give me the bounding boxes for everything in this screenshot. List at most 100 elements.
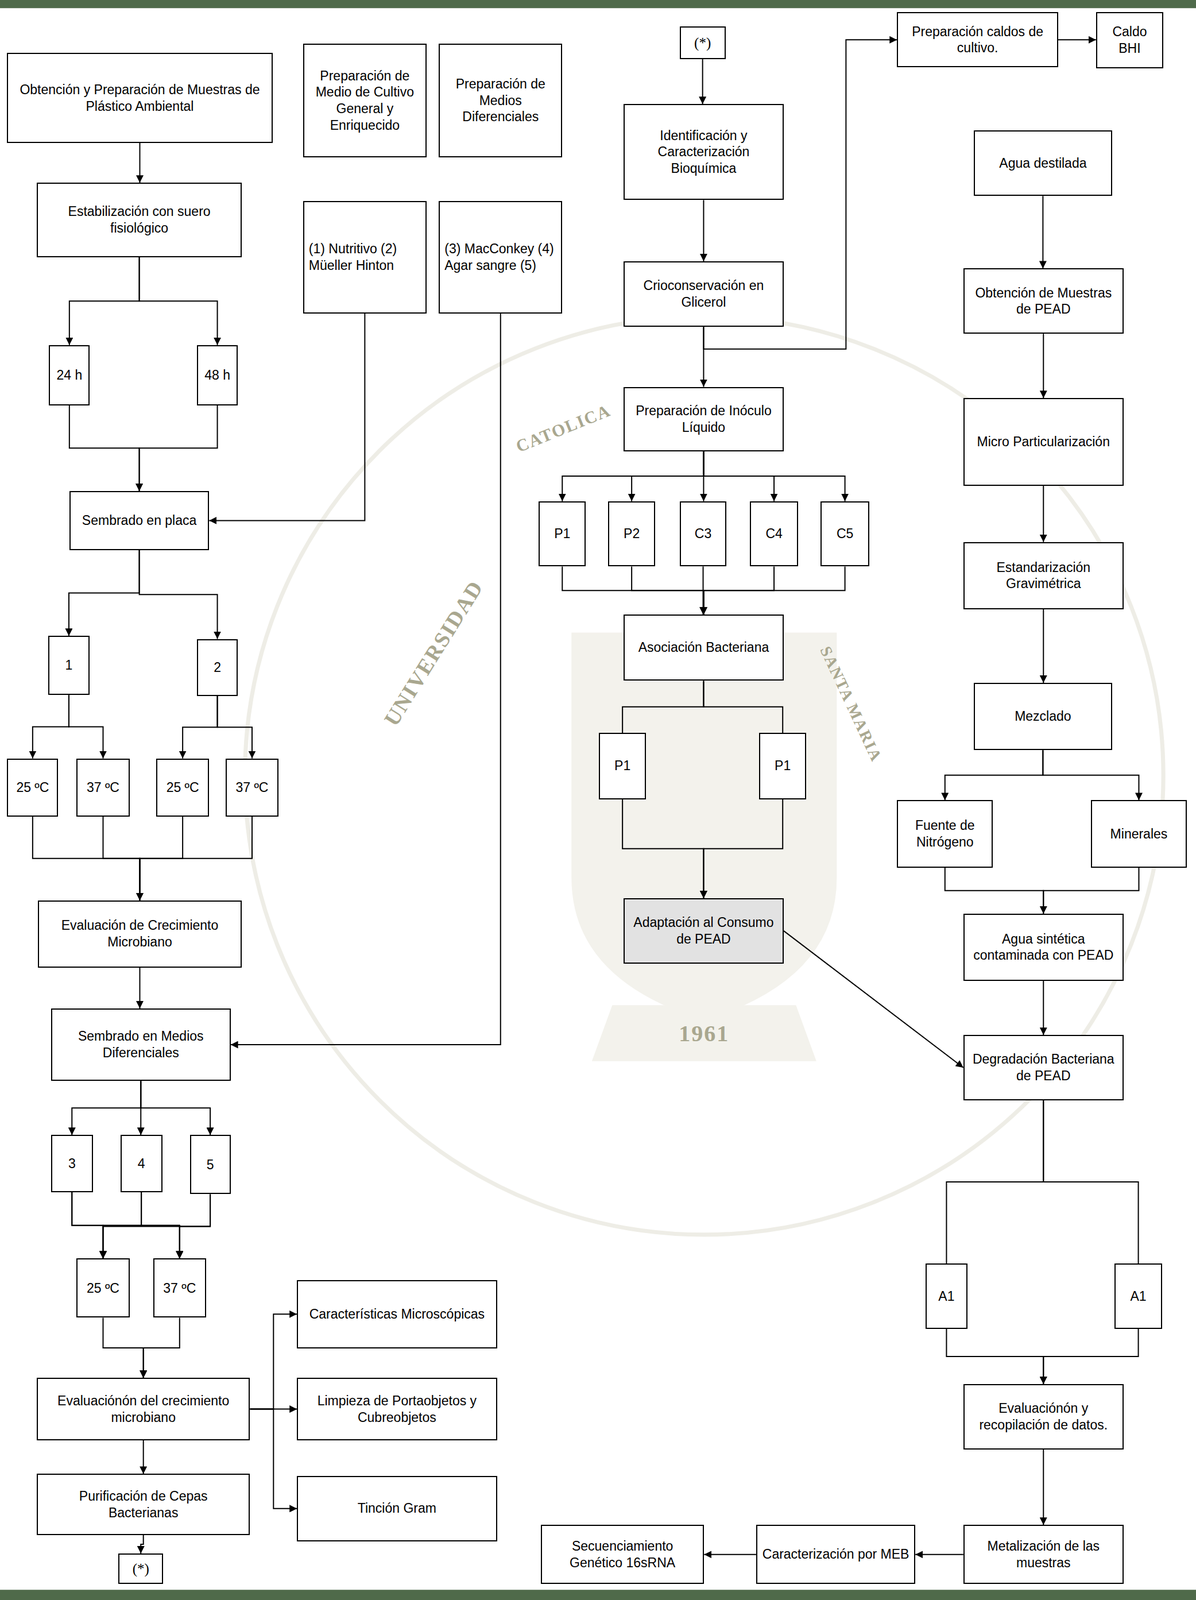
connector: [182, 695, 218, 758]
process-box: 25 ºC: [156, 758, 209, 817]
process-box: A1: [925, 1263, 968, 1329]
connector: [562, 451, 704, 502]
box-text: Obtención de Muestras de PEAD: [969, 284, 1118, 319]
connector: [140, 1080, 211, 1135]
process-box: P2: [608, 501, 656, 567]
process-box: 4: [120, 1134, 163, 1192]
box-text: Asociación Bacteriana: [638, 639, 770, 656]
process-box: 3: [51, 1134, 94, 1192]
process-box: Identificación y Caracterización Bioquím…: [623, 103, 784, 200]
box-text: Caldo BHI: [1101, 23, 1158, 57]
process-box: 24 h: [48, 345, 90, 406]
top-band: [0, 0, 1196, 9]
connector: [631, 566, 704, 615]
process-box: Micro Particularización: [963, 397, 1124, 486]
process-box: Evaluación de Crecimiento Microbiano: [37, 900, 242, 968]
connector: [1042, 980, 1044, 1035]
connector: [140, 1534, 143, 1554]
box-text: Características Microscópicas: [309, 1305, 485, 1323]
connector: [103, 1193, 211, 1259]
connector: [703, 799, 783, 899]
connector: [1042, 609, 1044, 683]
connector: [139, 550, 218, 640]
connector: [230, 313, 501, 1045]
connector: [1043, 867, 1139, 914]
media-list-box: (3) MacConkey (4) Agar sangre (5): [438, 200, 563, 314]
media-list-box: (1) Nutritivo (2) Müeller Hinton: [303, 200, 427, 314]
connector: [562, 566, 704, 615]
box-text: 25 ºC: [166, 779, 200, 796]
process-box: Limpieza de Portaobjetos y Cubreobjetos: [296, 1377, 497, 1440]
connector: [702, 199, 704, 262]
box-text: 25 ºC: [16, 779, 49, 796]
box-text: Preparación de Medios Diferenciales: [444, 75, 557, 126]
box-text: (1) Nutritivo (2) Müeller Hinton: [308, 240, 421, 274]
box-text: 37 ºC: [235, 779, 269, 796]
box-text: P2: [623, 525, 640, 543]
connector: [103, 1191, 142, 1259]
process-box: Estandarización Gravimétrica: [963, 542, 1124, 610]
process-box: Metalización de las muestras: [963, 1524, 1124, 1584]
connector: [622, 799, 704, 899]
box-text: Sembrado en Medios Diferenciales: [56, 1027, 226, 1062]
process-box: Purificación de Cepas Bacterianas: [36, 1473, 250, 1535]
process-box: 2: [196, 639, 238, 697]
process-box: P1: [598, 732, 646, 800]
process-box: 25 ºC: [76, 1258, 130, 1318]
connector: [1043, 1328, 1139, 1384]
box-text: Tinción Gram: [357, 1499, 437, 1517]
box-text: P1: [554, 525, 571, 543]
box-text: A1: [1130, 1287, 1147, 1305]
connector: [103, 816, 141, 901]
box-text: Micro Particularización: [977, 433, 1110, 451]
box-text: Crioconservación en Glicerol: [629, 277, 779, 311]
process-box: C4: [749, 501, 799, 567]
connector: [32, 694, 69, 758]
box-text: Preparación caldos de cultivo.: [902, 23, 1053, 57]
box-text: Limpieza de Portaobjetos y Cubreobjetos: [302, 1392, 491, 1426]
connector: [139, 405, 218, 491]
box-text: C5: [836, 525, 854, 543]
watermark-text: SANTA MARIA: [816, 643, 886, 765]
process-box: Sembrado en Medios Diferenciales: [51, 1008, 231, 1081]
connector: [703, 566, 845, 615]
connector-box: (*): [118, 1553, 164, 1584]
process-box: Asociación Bacteriana: [623, 614, 784, 681]
connector: [1042, 485, 1044, 543]
box-text: Fuente de Nitrógeno: [902, 817, 988, 851]
process-box: Caracterización por MEB: [756, 1524, 916, 1584]
box-text: 37 ºC: [163, 1279, 196, 1297]
box-text: Metalización de las muestras: [969, 1537, 1118, 1571]
box-text: Evaluaciónón del crecimiento microbiano: [42, 1392, 245, 1426]
process-box: Crioconservación en Glicerol: [623, 261, 784, 327]
process-box: Agua sintética contaminada con PEAD: [963, 913, 1124, 981]
seal-ribbon: [591, 1004, 817, 1062]
box-text: 4: [137, 1155, 146, 1172]
process-box: 25 ºC: [6, 758, 58, 817]
connector: [138, 142, 141, 183]
process-box: Características Microscópicas: [296, 1279, 497, 1349]
connector: [1042, 749, 1139, 800]
box-text: Agua sintética contaminada con PEAD: [969, 930, 1118, 965]
process-box: Obtención y Preparación de Muestras de P…: [6, 52, 273, 143]
process-box: Minerales: [1090, 799, 1187, 867]
connector: [69, 257, 140, 346]
box-text: 3: [68, 1155, 76, 1172]
box-text: Preparación de Medio de Cultivo General …: [308, 67, 421, 134]
process-box: Degradación Bacteriana de PEAD: [963, 1034, 1124, 1101]
box-text: Degradación Bacteriana de PEAD: [969, 1050, 1118, 1085]
connector: [68, 694, 104, 758]
connector: [945, 867, 1044, 914]
connector: [703, 680, 783, 733]
connector: [1058, 39, 1097, 41]
process-box: C3: [679, 501, 727, 567]
connector: [703, 1553, 757, 1555]
connector: [141, 1191, 180, 1259]
process-box: Preparación de Medios Diferenciales: [438, 43, 563, 157]
connector: [217, 695, 253, 758]
connector: [703, 451, 845, 502]
connector: [143, 1317, 180, 1378]
connector: [249, 1313, 297, 1409]
box-text: 37 ºC: [86, 779, 120, 796]
box-text: 2: [213, 659, 222, 676]
